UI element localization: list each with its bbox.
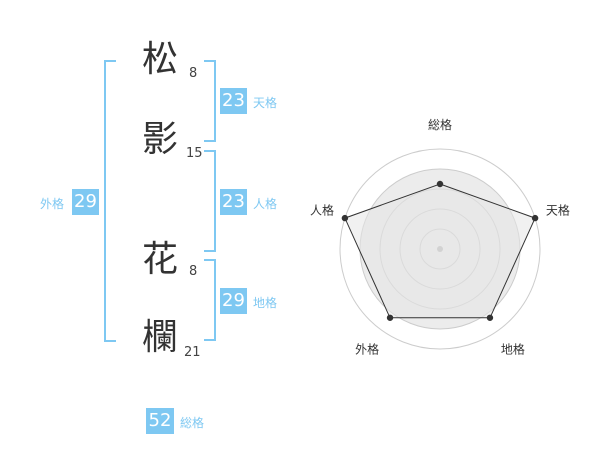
radar-axis-label: 外格 — [355, 341, 379, 356]
name-char-3: 花 — [142, 239, 179, 280]
stroke-count-1: 8 — [189, 66, 198, 81]
radar-axis-label: 総格 — [428, 117, 452, 132]
name-char-1: 松 — [142, 39, 179, 80]
radar-area — [344, 183, 536, 319]
soukaku-label: 総格 — [180, 416, 205, 430]
stroke-count-4: 21 — [184, 345, 201, 360]
jinkaku-score-badge: 23 — [220, 189, 247, 215]
chikaku-label: 地格 — [253, 296, 278, 310]
tenkaku-label: 天格 — [253, 96, 278, 110]
gaikaku-label: 外格 — [40, 197, 65, 211]
stroke-count-2: 15 — [186, 146, 203, 161]
name-char-2: 影 — [142, 119, 179, 160]
name-char-4: 欄 — [142, 317, 179, 358]
jinkaku-label: 人格 — [253, 197, 278, 211]
radar-point — [436, 180, 444, 188]
radar-point — [341, 214, 349, 222]
radar-point — [531, 214, 539, 222]
soukaku-score-badge: 52 — [146, 408, 174, 434]
stroke-count-3: 8 — [189, 264, 198, 279]
radar-point — [386, 314, 394, 321]
tenkaku-score-badge: 23 — [220, 88, 247, 114]
tenkaku-bracket — [204, 60, 216, 142]
radar-axis-label: 天格 — [546, 203, 570, 218]
gaikaku-bracket — [104, 60, 116, 342]
gaikaku-score-badge: 29 — [72, 189, 99, 215]
jinkaku-bracket — [204, 150, 216, 252]
radar-axis-label: 人格 — [310, 203, 334, 218]
chikaku-score-badge: 29 — [220, 288, 247, 314]
radar-point — [486, 314, 494, 321]
radar-axis-label: 地格 — [501, 341, 525, 356]
chikaku-bracket — [204, 259, 216, 341]
